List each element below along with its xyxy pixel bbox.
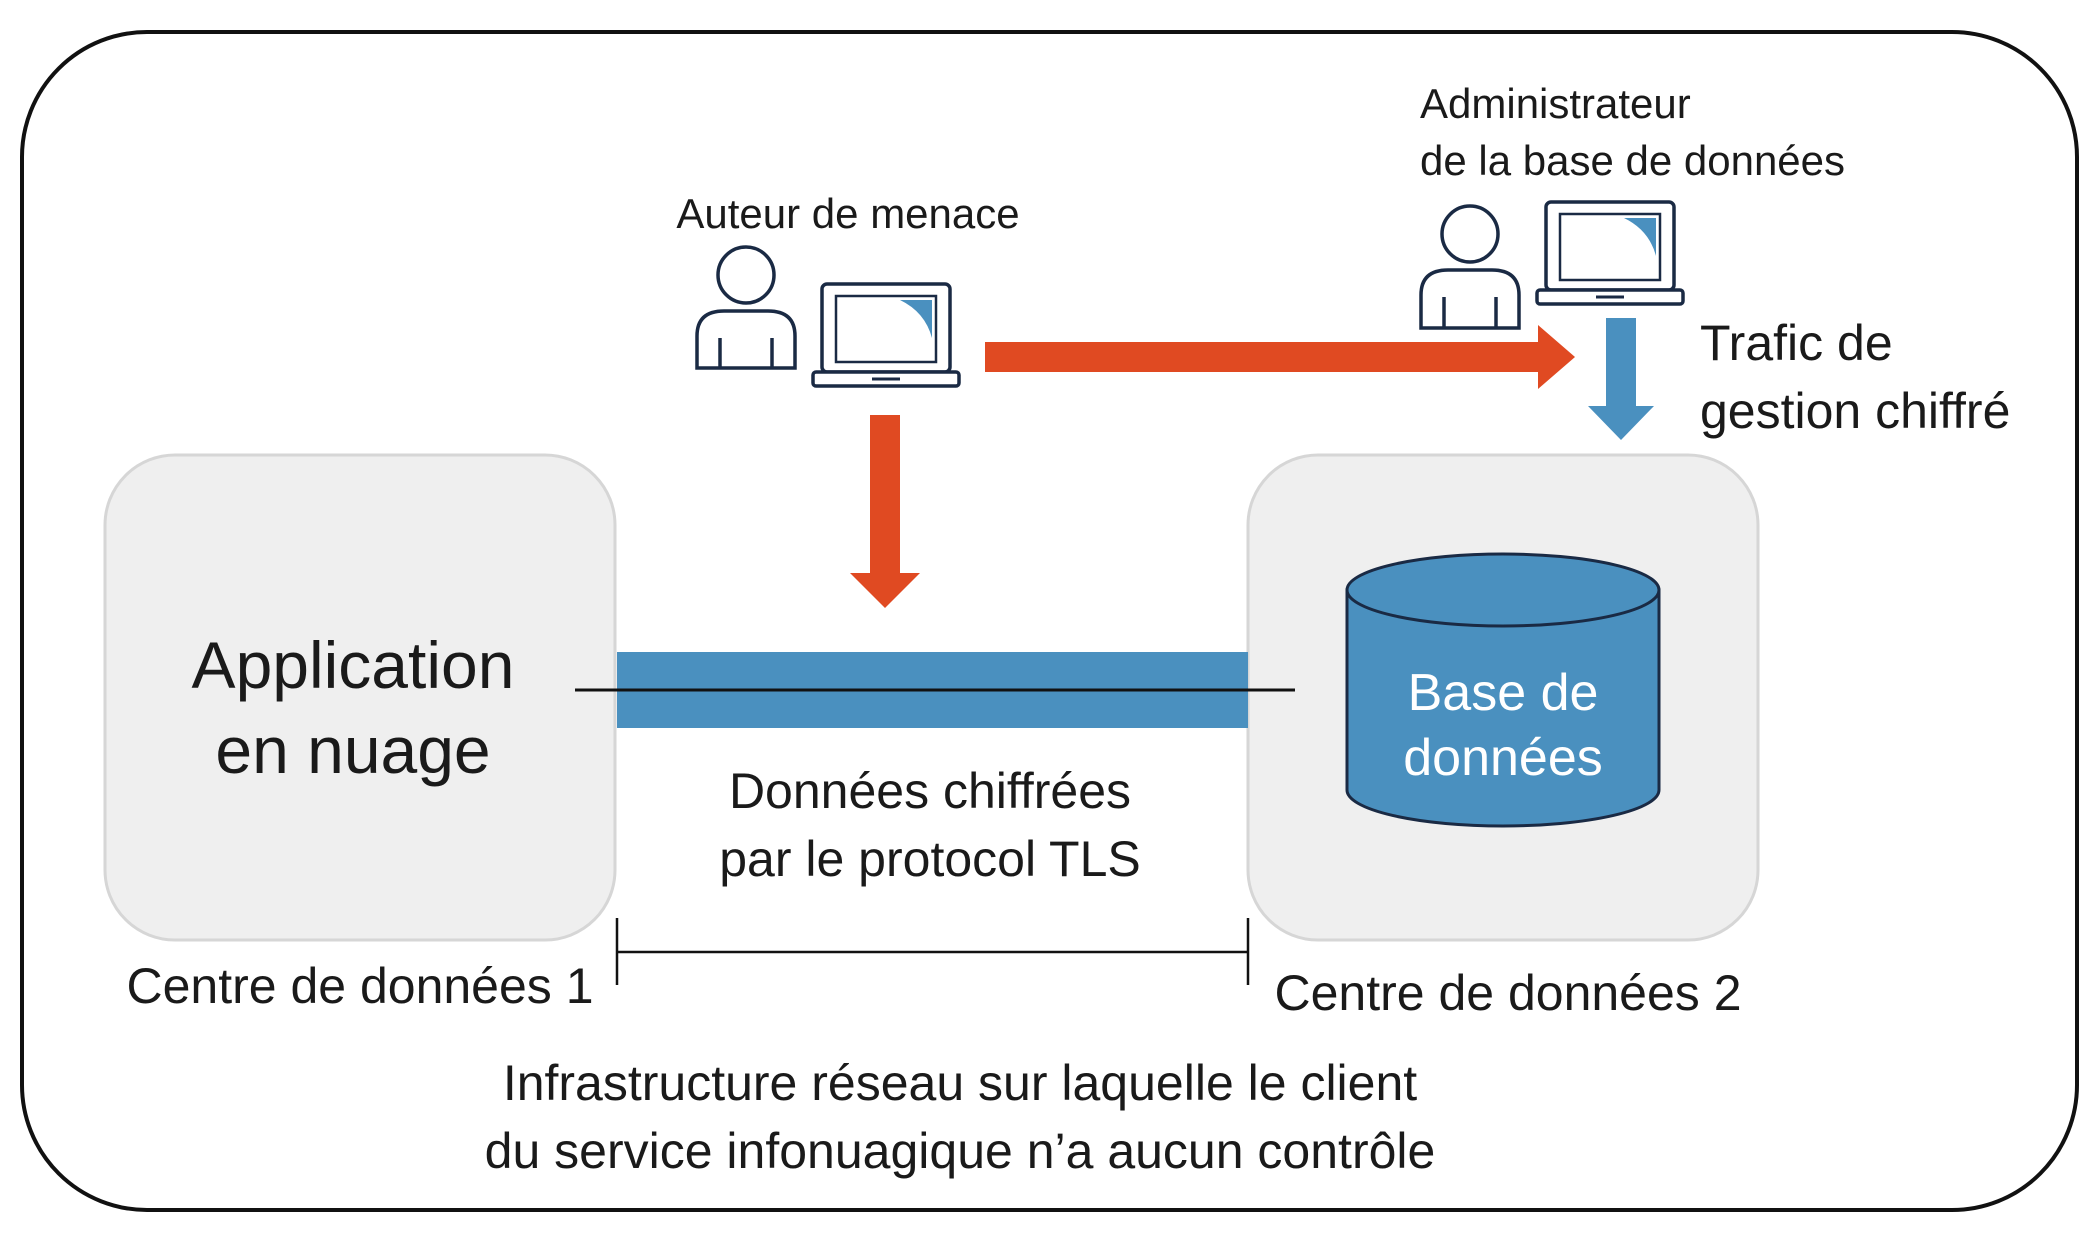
threat-arrow-right [985,325,1575,389]
tls-caption-line1: Données chiffrées [729,763,1131,819]
database-line2: données [1403,729,1603,787]
mgmt-traffic-arrow [1588,318,1654,440]
infrastructure-line1: Infrastructure réseau sur laquelle le cl… [503,1055,1417,1111]
span-bracket [615,918,1250,985]
datacenter-1-box [103,453,617,942]
threat-arrow-down [850,415,920,608]
db-admin-label-line2: de la base de données [1420,137,1845,184]
tls-caption-line2: par le protocol TLS [719,831,1141,887]
threat-actor-label: Auteur de menace [676,190,1019,237]
database-icon [1345,552,1661,828]
person-icon [695,245,797,370]
database-line1: Base de [1408,664,1599,722]
dc1-label: Centre de données 1 [126,958,593,1014]
app-box-line1: Application [192,628,515,702]
app-box-line2: en nuage [215,713,490,787]
mgmt-traffic-line2: gestion chiffré [1700,383,2010,439]
infrastructure-line2: du service infonuagique n’a aucun contrô… [485,1123,1436,1179]
person-icon [1419,204,1521,330]
laptop-icon [1535,200,1685,306]
laptop-icon [811,282,961,388]
db-admin-label-line1: Administrateur [1420,80,1691,127]
dc2-label: Centre de données 2 [1274,965,1741,1021]
mgmt-traffic-line1: Trafic de [1700,315,1893,371]
